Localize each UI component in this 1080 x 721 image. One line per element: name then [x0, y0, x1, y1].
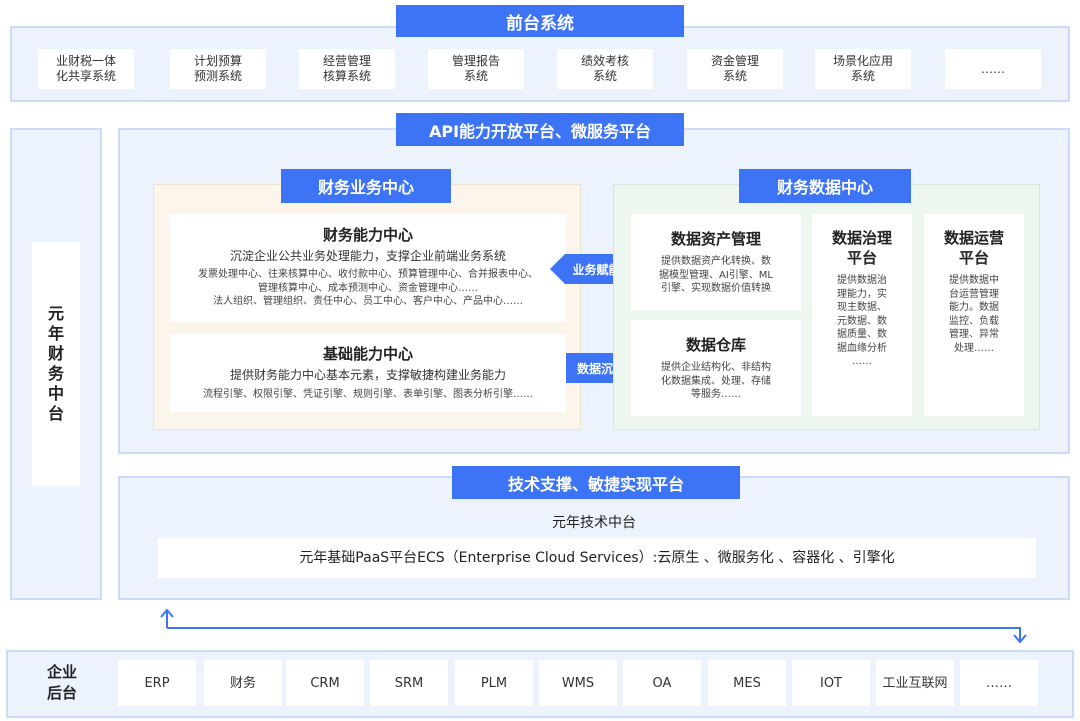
connector-arrow	[160, 608, 1027, 644]
capability-center-title: 财务能力中心	[322, 226, 413, 244]
data-warehouse-card: 数据仓库 提供企业结构化、非结构 化数据集成、处理、存储 等服务……	[631, 320, 801, 416]
backend-system-item: CRM	[286, 660, 364, 706]
empower-arrow	[550, 254, 632, 284]
backend-system-item: IOT	[792, 660, 870, 706]
sediment-label: 数据沉淀	[576, 361, 625, 376]
backend-system-item: WMS	[539, 660, 617, 706]
capability-center-card: 财务能力中心 沉淀企业公共业务处理能力，支撑企业前端业务系统 发票处理中心、往来…	[170, 214, 566, 322]
base-center-subtitle: 提供财务能力中心基本元素，支撑敏捷构建业务能力	[229, 368, 506, 382]
front-systems-panel	[10, 26, 1070, 102]
data-warehouse-title: 数据仓库	[685, 336, 746, 354]
base-center-title: 基础能力中心	[322, 345, 413, 363]
front-system-item: 计划预算 预测系统	[170, 49, 266, 89]
biz-center-title: 财务业务中心	[281, 169, 451, 203]
front-system-item: ……	[945, 49, 1041, 89]
base-center-detail: 流程引擎、权限引擎、凭证引擎、规则引擎、表单引擎、图表分析引擎……	[203, 389, 533, 400]
backend-label: 企业 后台	[46, 663, 77, 702]
front-system-item: 场景化应用 系统	[815, 49, 911, 89]
data-governance-card: 数据治理 平台 提供数据治 理能力，实 现主数据、 元数据、数 据质量、数 据血…	[812, 214, 912, 416]
data-operation-detail: 提供数据中 台运营管理 能力。数据 监控、负载 管理、异常 处理……	[949, 275, 999, 354]
backend-system-item: ERP	[118, 660, 196, 706]
api-platform-title: API能力开放平台、微服务平台	[396, 113, 684, 146]
backend-system-item: ……	[960, 660, 1038, 706]
backend-system-item: 工业互联网	[876, 660, 954, 706]
empower-label: 业务赋能	[572, 262, 621, 277]
base-center-card: 基础能力中心 提供财务能力中心基本元素，支撑敏捷构建业务能力 流程引擎、权限引擎…	[170, 334, 566, 412]
finance-middle-label: 元 年 财 务 中 台	[32, 242, 80, 486]
front-systems-title: 前台系统	[396, 5, 684, 37]
data-center-title: 财务数据中心	[739, 169, 911, 203]
data-governance-title: 数据治理 平台	[831, 229, 892, 267]
capability-center-subtitle: 沉淀企业公共业务处理能力，支撑企业前端业务系统	[229, 249, 506, 263]
capability-center-detail: 发票处理中心、往来核算中心、收付款中心、预算管理中心、合并报表中心、 管理核算中…	[198, 269, 538, 307]
data-governance-detail: 提供数据治 理能力，实 现主数据、 元数据、数 据质量、数 据血缘分析 ……	[837, 275, 887, 367]
paas-bar: 元年基础PaaS平台ECS（Enterprise Cloud Services）…	[158, 538, 1036, 578]
front-system-item: 资金管理 系统	[687, 49, 783, 89]
front-system-item: 管理报告 系统	[428, 49, 524, 89]
tech-middle-label: 元年技术中台	[552, 515, 636, 531]
data-warehouse-detail: 提供企业结构化、非结构 化数据集成、处理、存储 等服务……	[661, 362, 771, 400]
data-asset-card: 数据资产管理 提供数据资产化转换、数 据模型管理、AI引擎、ML 引擎、实现数据…	[631, 214, 801, 310]
data-operation-title: 数据运营 平台	[943, 229, 1004, 267]
front-system-item: 业财税一体 化共享系统	[38, 49, 134, 89]
backend-system-item: SRM	[370, 660, 448, 706]
data-asset-title: 数据资产管理	[670, 230, 761, 248]
backend-system-item: PLM	[455, 660, 533, 706]
tech-platform-title: 技术支撑、敏捷实现平台	[452, 466, 740, 499]
backend-system-item: MES	[708, 660, 786, 706]
backend-system-item: OA	[623, 660, 701, 706]
front-system-item: 经营管理 核算系统	[299, 49, 395, 89]
front-system-item: 绩效考核 系统	[557, 49, 653, 89]
backend-system-item: 财务	[204, 660, 282, 706]
data-operation-card: 数据运营 平台 提供数据中 台运营管理 能力。数据 监控、负载 管理、异常 处理…	[924, 214, 1024, 416]
data-asset-detail: 提供数据资产化转换、数 据模型管理、AI引擎、ML 引擎、实现数据价值转换	[659, 256, 773, 294]
